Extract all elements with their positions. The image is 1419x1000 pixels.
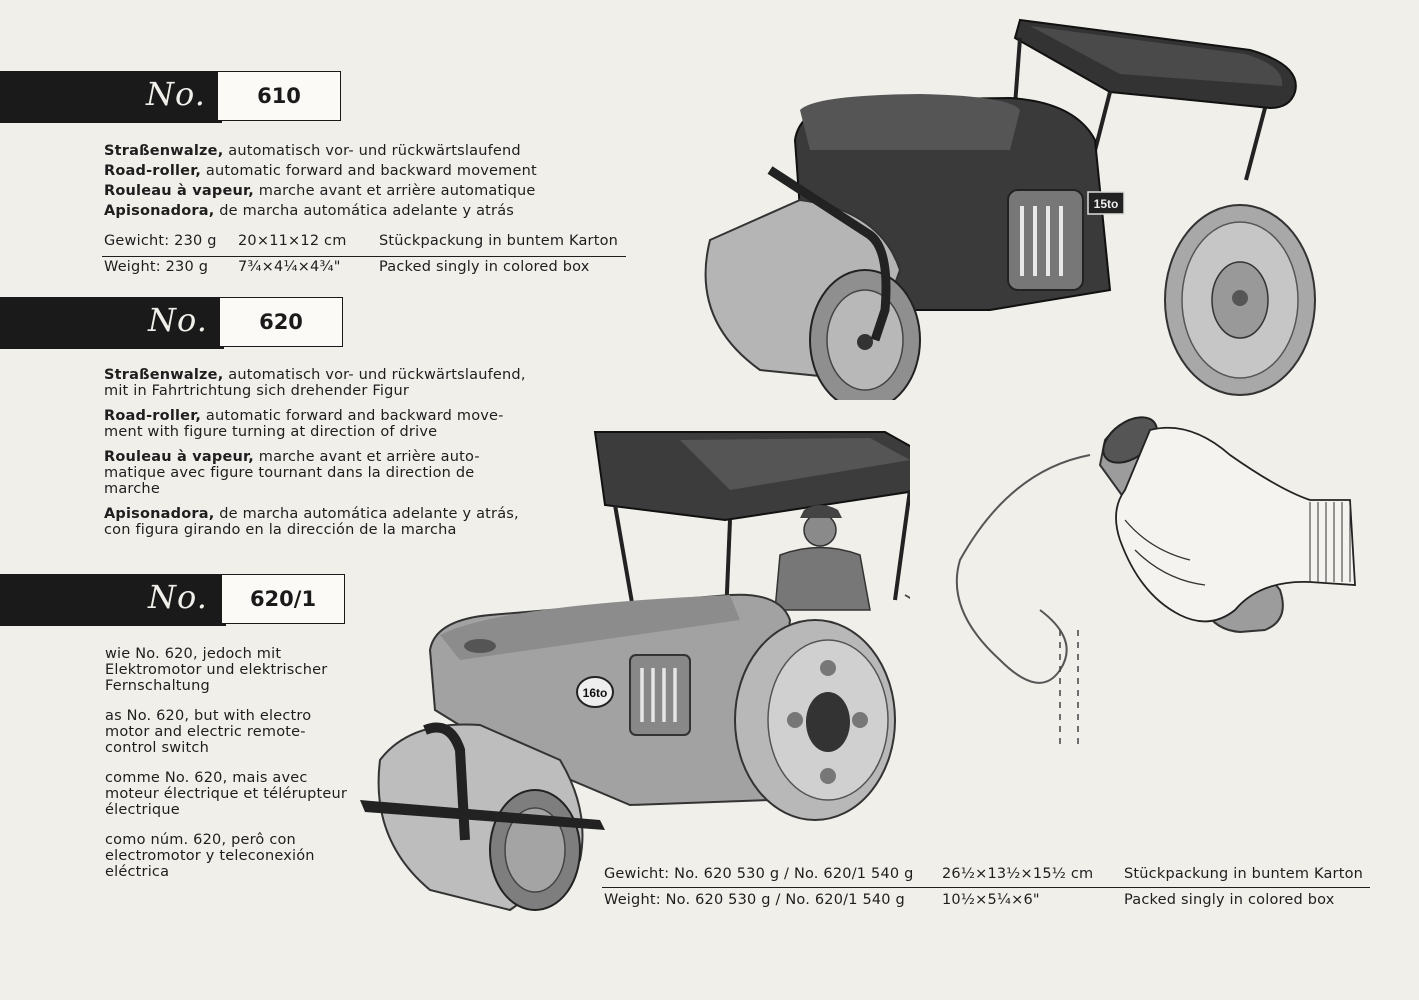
roller-620-badge: 16to xyxy=(583,686,608,700)
bottom-spec-de: Gewicht: No. 620 530 g / No. 620/1 540 g… xyxy=(604,866,1364,882)
bottom-spec-en: Weight: No. 620 530 g / No. 620/1 540 g … xyxy=(604,892,1335,908)
item-610-line-es: Apisonadora, de marcha automática adelan… xyxy=(104,203,515,219)
item-6201-number: 620/1 xyxy=(221,574,345,624)
roller-610-badge: 15to xyxy=(1094,197,1119,211)
item-610-band: No. xyxy=(0,71,222,123)
item-6201-band: No. xyxy=(0,574,226,626)
item-610-line-de: Straßenwalze, automatisch vor- und rückw… xyxy=(104,143,521,159)
item-620-number: 620 xyxy=(219,297,343,347)
item-610-prefix: No. xyxy=(146,75,206,113)
item-620-para-de: Straßenwalze, automatisch vor- und rückw… xyxy=(104,367,526,399)
item-610-line-en: Road-roller, automatic forward and backw… xyxy=(104,163,537,179)
item-610-number: 610 xyxy=(217,71,341,121)
item-6201-prefix: No. xyxy=(148,578,208,616)
item-610-spec-en: Weight: 230 g 7¾×4¼×4¾" Packed singly in… xyxy=(104,259,590,275)
item-610-line-fr: Rouleau à vapeur, marche avant et arrièr… xyxy=(104,183,536,199)
item-620-para-es: Apisonadora, de marcha automática adelan… xyxy=(104,506,519,538)
road-roller-610-illustration: 15to xyxy=(704,18,1316,400)
item-620-para-en: Road-roller, automatic forward and backw… xyxy=(104,408,504,440)
item-620-prefix: No. xyxy=(148,301,208,339)
road-roller-620-illustration: 16to xyxy=(360,431,910,912)
item-610-spec-de: Gewicht: 230 g 20×11×12 cm Stückpackung … xyxy=(104,233,619,249)
item-620-description: Straßenwalze, automatisch vor- und rückw… xyxy=(104,367,526,538)
bottom-spec-rule xyxy=(602,887,1370,888)
item-610-description: Straßenwalze, automatisch vor- und rückw… xyxy=(104,141,537,221)
remote-control-hand-illustration xyxy=(955,416,1356,745)
item-620-para-fr: Rouleau à vapeur, marche avant et arrièr… xyxy=(104,449,480,497)
item-610-spec-rule xyxy=(102,256,626,257)
item-620-band: No. xyxy=(0,297,224,349)
